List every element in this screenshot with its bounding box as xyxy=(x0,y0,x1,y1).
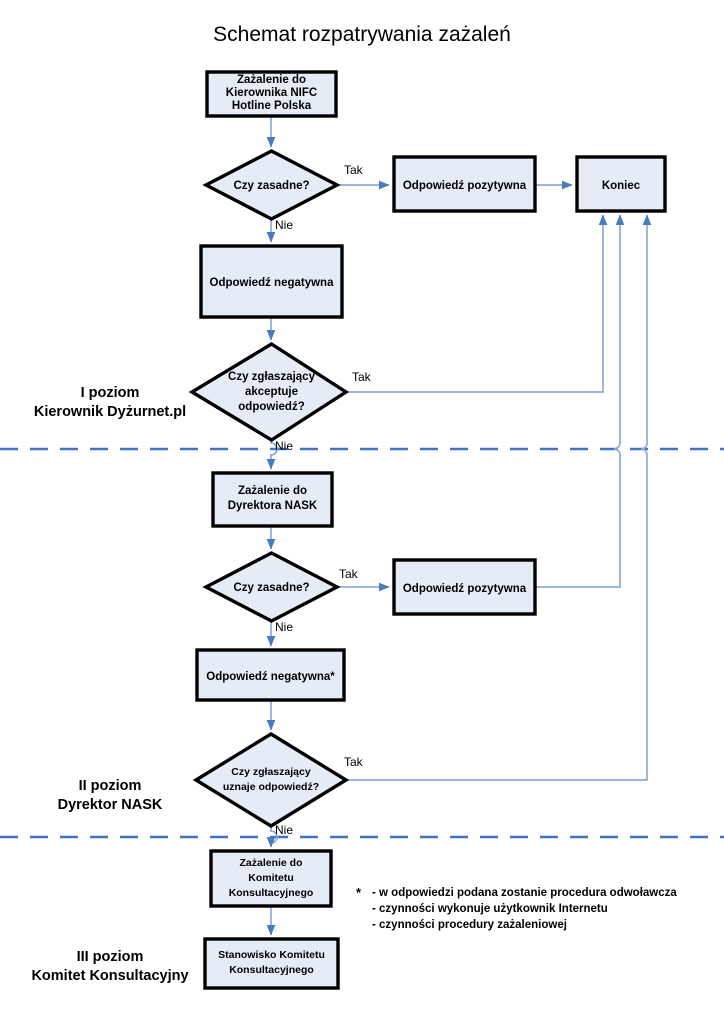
node-stanowisko-komitetu[interactable]: Stanowisko Komitetu Konsultacyjnego xyxy=(203,937,340,990)
node-zazalenie-kierownik-nifc[interactable]: Zażalenie do Kierownika NIFC Hotline Pol… xyxy=(205,70,338,118)
footnote: * - w odpowiedzi podana zostanie procedu… xyxy=(356,885,677,931)
connector-group xyxy=(266,116,652,936)
node-label-line: Kierownika NIFC xyxy=(226,87,317,99)
edge-label-tak-1: Tak xyxy=(344,163,364,177)
node-label: Odpowiedź pozytywna xyxy=(403,180,527,192)
decision-label-line: akceptuje xyxy=(245,386,298,398)
connector-n6-koniec xyxy=(535,214,625,588)
divider-group xyxy=(0,447,724,839)
node-label: Koniec xyxy=(602,180,641,192)
node-odpowiedz-negatywna-2[interactable]: Odpowiedź negatywna* xyxy=(195,648,346,702)
level-label-3-line: Komitet Konsultacyjny xyxy=(31,968,188,984)
decision-label-line: uznaje odpowiedź? xyxy=(223,781,319,793)
node-odpowiedz-pozytywna-1[interactable]: Odpowiedź pozytywna xyxy=(392,155,537,213)
connector-d2-nie-n5 xyxy=(266,440,278,470)
footnote-line: - w odpowiedzi podana zostanie procedura… xyxy=(372,887,677,899)
edge-label-group: Tak Nie Tak Nie Tak Nie Tak Nie xyxy=(275,163,372,837)
edge-label-tak-3: Tak xyxy=(339,567,359,581)
edge-label-nie-3: Nie xyxy=(275,620,293,634)
edge-label-nie-2: Nie xyxy=(275,439,293,453)
node-label-line: Zażalenie do xyxy=(238,485,307,497)
node-label-line: Hotline Polska xyxy=(232,100,312,112)
decision-czy-zglaszajacy-akceptuje[interactable]: Czy zgłaszający akceptuje odpowiedź? xyxy=(188,341,350,443)
node-zazalenie-dyrektor-nask[interactable]: Zażalenie do Dyrektora NASK xyxy=(211,471,334,528)
connector-d2-tak-koniec xyxy=(346,214,608,393)
connector-d4-nie-n8 xyxy=(266,826,278,848)
level-label-2-line: Dyrektor NASK xyxy=(58,797,163,813)
node-odpowiedz-pozytywna-2[interactable]: Odpowiedź pozytywna xyxy=(392,558,537,616)
decision-label: Czy zasadne? xyxy=(233,582,309,594)
node-odpowiedz-negatywna-1[interactable]: Odpowiedź negatywna xyxy=(199,244,344,319)
footnote-star: * xyxy=(356,885,362,900)
decision-label-line: Czy zgłaszający xyxy=(228,371,316,383)
node-label-line: Konsultacyjnego xyxy=(229,964,314,976)
footnote-line: - czynności procedury zażaleniowej xyxy=(372,919,567,931)
node-label-line: Stanowisko Komitetu xyxy=(218,949,325,961)
level-label-3-line: III poziom xyxy=(77,949,144,965)
node-koniec[interactable]: Koniec xyxy=(575,155,667,213)
level-label-1-line: I poziom xyxy=(81,385,140,401)
edge-label-tak-4: Tak xyxy=(344,755,364,769)
level-label-1-line: Kierownik Dyżurnet.pl xyxy=(34,404,186,420)
node-zazalenie-komitet-konsultacyjny[interactable]: Zażalenie do Komitetu Konsultacyjnego xyxy=(209,849,333,908)
edge-label-tak-2: Tak xyxy=(352,370,372,384)
decision-label: Czy zasadne? xyxy=(233,180,309,192)
edge-label-nie-4: Nie xyxy=(275,823,293,837)
node-label: Odpowiedź negatywna xyxy=(210,277,335,289)
decision-czy-zasadne-2[interactable]: Czy zasadne? xyxy=(202,551,341,623)
node-label-line: Komitetu xyxy=(248,872,294,884)
level-label-2-line: II poziom xyxy=(79,778,142,794)
node-label-line: Zażalenie do xyxy=(237,74,306,86)
decision-label-line: odpowiedź? xyxy=(238,401,304,413)
node-label: Odpowiedź pozytywna xyxy=(403,583,527,595)
decision-czy-zglaszajacy-uznaje[interactable]: Czy zgłaszający uznaje odpowiedź? xyxy=(192,732,350,828)
decision-label-line: Czy zgłaszający xyxy=(231,766,311,778)
node-label-line: Zażalenie do xyxy=(239,857,302,869)
connector-d4-tak-koniec xyxy=(346,214,652,781)
page-title: Schemat rozpatrywania zażaleń xyxy=(213,23,511,46)
decision-czy-zasadne-1[interactable]: Czy zasadne? xyxy=(202,149,341,221)
footnote-line: - czynności wykonuje użytkownik Internet… xyxy=(372,903,608,915)
node-label: Odpowiedź negatywna* xyxy=(206,671,335,683)
node-label-line: Dyrektora NASK xyxy=(228,500,318,512)
level-label-group: I poziom Kierownik Dyżurnet.pl II poziom… xyxy=(31,385,188,984)
node-label-line: Konsultacyjnego xyxy=(229,887,314,899)
edge-label-nie-1: Nie xyxy=(275,218,293,232)
